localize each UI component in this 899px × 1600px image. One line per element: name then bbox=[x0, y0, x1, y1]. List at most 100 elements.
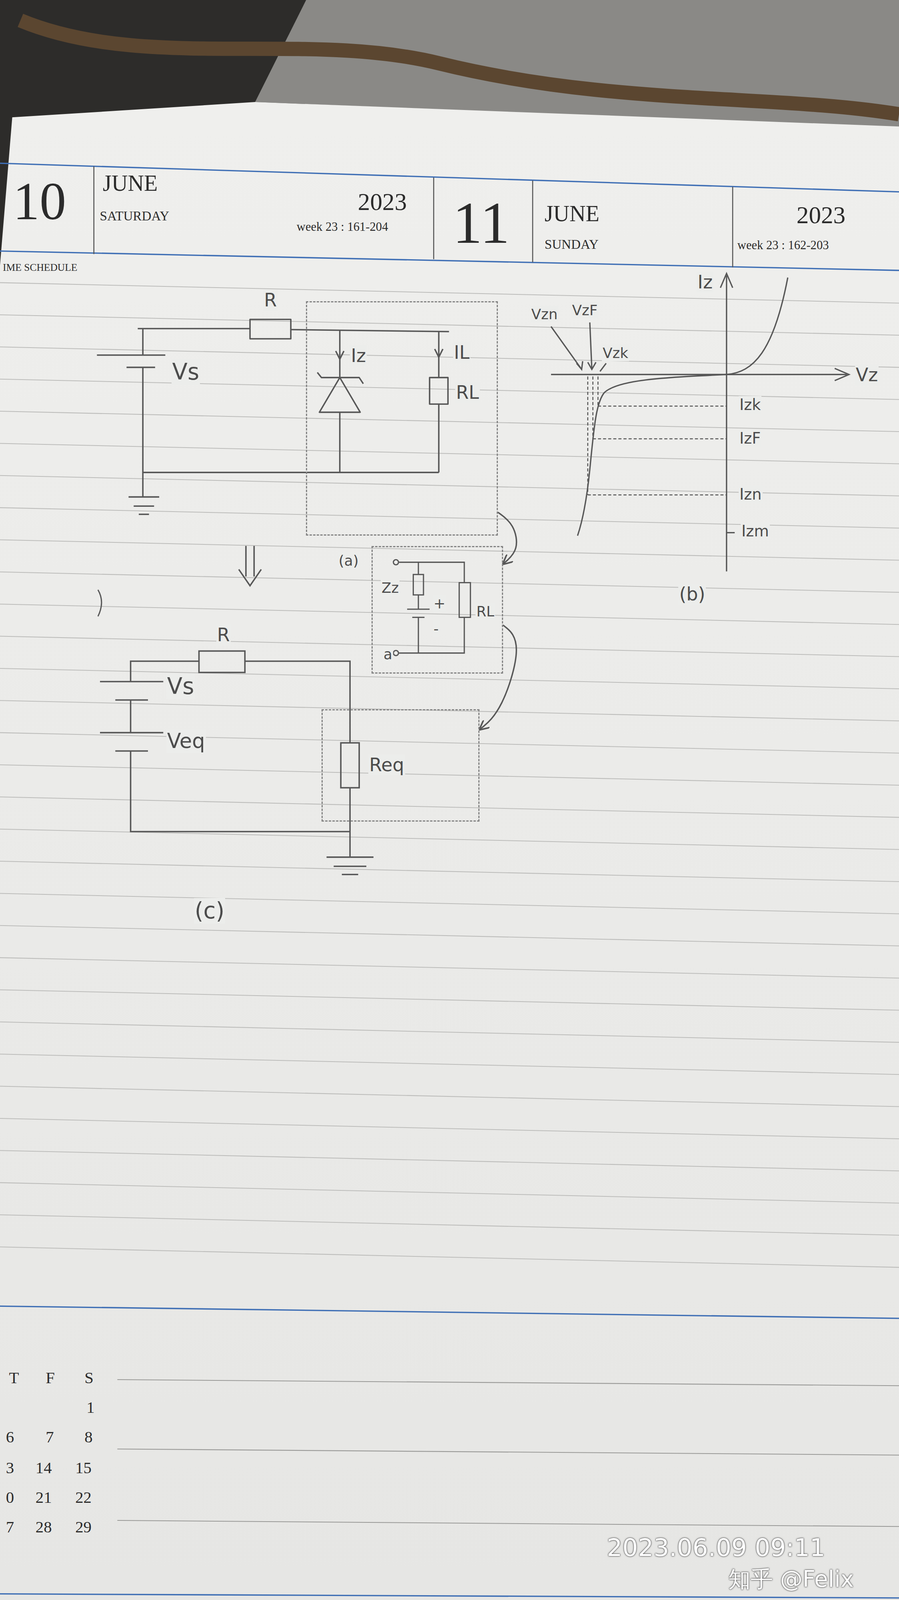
handwritten-label: Req bbox=[368, 754, 405, 776]
zener-iv-curve bbox=[725, 275, 728, 572]
handwritten-label: Iz bbox=[349, 345, 367, 367]
printed-heading: 11 bbox=[451, 191, 511, 254]
zener-regulator-circuit bbox=[437, 403, 440, 473]
iv-dashed-guides bbox=[587, 405, 727, 495]
calendar-lines bbox=[117, 1379, 899, 1527]
thevenin-circuit bbox=[326, 857, 374, 875]
printed-heading: 2023 bbox=[795, 201, 847, 228]
zener-iv-curve bbox=[577, 374, 727, 536]
equivalent-model-circuit bbox=[417, 562, 420, 575]
zener-regulator-circuit bbox=[96, 319, 449, 514]
calendar-day: 22 bbox=[74, 1488, 93, 1507]
zener-iv-curve bbox=[834, 368, 850, 381]
handwritten-label: a bbox=[382, 645, 394, 663]
handwritten-label: IL bbox=[453, 341, 471, 364]
zener-iv-curve bbox=[551, 273, 850, 572]
handwritten-label: (c) bbox=[193, 897, 226, 924]
header-separator bbox=[433, 177, 435, 260]
zener-regulator-circuit bbox=[128, 496, 160, 514]
calendar-day: F bbox=[44, 1368, 56, 1387]
zener-regulator-circuit bbox=[339, 330, 341, 378]
handwritten-label: Izk bbox=[738, 395, 762, 414]
header-rule bbox=[0, 163, 899, 1598]
handwritten-label: IzF bbox=[738, 429, 762, 448]
thevenin-circuit bbox=[199, 651, 246, 673]
header-separator bbox=[93, 166, 733, 268]
printed-heading: IME SCHEDULE bbox=[1, 262, 78, 274]
handwritten-label: VzF bbox=[571, 301, 599, 319]
calendar-day: 0 bbox=[5, 1488, 15, 1507]
handwritten-label: RL bbox=[455, 381, 480, 404]
thevenin-circuit bbox=[244, 661, 350, 743]
thevenin-circuit bbox=[129, 699, 132, 733]
dashed-region: Req bbox=[321, 709, 480, 822]
printed-heading: week 23 : 162-203 bbox=[736, 238, 830, 252]
watermark: 2023.06.09 09:11 bbox=[605, 1533, 826, 1562]
handwritten-label: Vs bbox=[166, 673, 196, 700]
zener-iv-curve bbox=[726, 277, 788, 375]
calendar-day: 8 bbox=[83, 1428, 94, 1447]
down-double-arrow bbox=[238, 545, 262, 586]
header-rule bbox=[0, 1593, 899, 1598]
thevenin-circuit bbox=[349, 787, 351, 857]
equivalent-model-circuit bbox=[399, 562, 465, 583]
printed-heading: JUNE bbox=[543, 201, 601, 226]
handwritten-label: Vz bbox=[855, 364, 880, 386]
header-separator bbox=[732, 186, 734, 268]
printed-heading: SATURDAY bbox=[98, 209, 170, 224]
iv-dashed-guides bbox=[587, 376, 727, 495]
zener-regulator-circuit bbox=[290, 329, 450, 332]
calendar-day: 6 bbox=[5, 1428, 15, 1447]
handwritten-label: R bbox=[216, 624, 231, 646]
header-rule bbox=[0, 1305, 899, 1319]
equivalent-model-circuit bbox=[417, 617, 420, 653]
equivalent-model-circuit bbox=[407, 608, 430, 610]
handwritten-label: Vzk bbox=[601, 344, 630, 362]
equivalent-model-circuit bbox=[393, 559, 399, 565]
equivalent-model-circuit bbox=[413, 574, 424, 595]
handwritten-label: R bbox=[263, 289, 278, 311]
handwritten-label: Vzn bbox=[530, 305, 559, 323]
printed-heading: 10 bbox=[12, 173, 68, 230]
watermark: 知乎 @Felix bbox=[727, 1566, 855, 1593]
handwritten-label: Izm bbox=[740, 522, 770, 540]
header-separator bbox=[532, 180, 534, 263]
handwritten-label: (a) bbox=[337, 552, 360, 569]
equivalent-model-circuit bbox=[393, 650, 399, 656]
calendar-day: 28 bbox=[34, 1518, 53, 1537]
header-separator bbox=[93, 166, 95, 254]
zener-regulator-circuit bbox=[335, 351, 344, 360]
zener-iv-curve bbox=[587, 322, 596, 370]
thevenin-circuit bbox=[99, 731, 164, 734]
handwritten-label: Zz bbox=[380, 579, 400, 596]
ruled-lines bbox=[0, 282, 899, 1268]
thevenin-circuit bbox=[115, 750, 148, 752]
handwritten-label: + bbox=[432, 595, 447, 612]
zener-regulator-circuit bbox=[141, 328, 144, 355]
zener-regulator-circuit bbox=[434, 348, 443, 357]
pen-mark bbox=[97, 589, 102, 616]
zener-iv-curve bbox=[551, 326, 583, 370]
equivalent-model-circuit bbox=[399, 617, 465, 653]
thevenin-circuit bbox=[340, 742, 360, 788]
zener-regulator-circuit bbox=[339, 412, 341, 473]
zener-iv-curve bbox=[720, 273, 733, 288]
dashed-region: (a)Zz+-RLa bbox=[371, 545, 504, 674]
printed-heading: JUNE bbox=[101, 171, 159, 196]
zener-iv-curve bbox=[726, 531, 735, 534]
zener-regulator-circuit bbox=[249, 319, 291, 339]
equivalent-model-circuit bbox=[417, 594, 420, 610]
zener-regulator-circuit bbox=[96, 354, 166, 356]
calendar-day: 3 bbox=[5, 1458, 15, 1477]
printed-heading: 2023 bbox=[357, 188, 408, 215]
calendar-day: S bbox=[83, 1368, 95, 1387]
zener-regulator-circuit bbox=[429, 377, 448, 404]
zener-regulator-circuit bbox=[137, 327, 250, 330]
zener-iv-curve bbox=[551, 373, 848, 376]
bookmark-ribbon bbox=[20, 20, 899, 115]
zener-regulator-circuit bbox=[141, 472, 144, 497]
flow-arrow bbox=[479, 624, 517, 730]
calendar-day: 1 bbox=[85, 1398, 96, 1417]
calendar-day: 29 bbox=[74, 1518, 93, 1537]
